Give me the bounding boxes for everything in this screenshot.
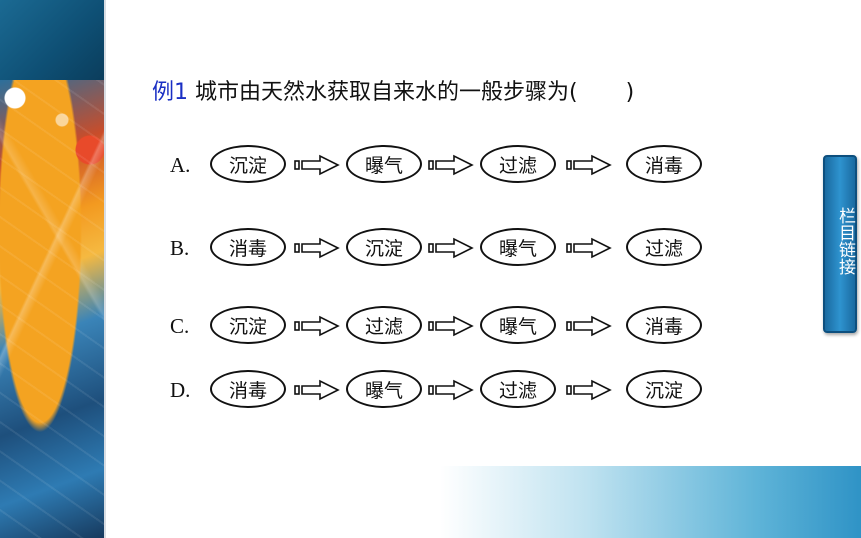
section-link-button[interactable]: 栏目链接: [823, 155, 857, 333]
step-oval: 曝气: [480, 228, 556, 266]
question-text: 城市由天然水获取自来水的一般步骤为(: [195, 80, 578, 105]
question-close: ): [625, 80, 635, 105]
step-oval: 曝气: [480, 306, 556, 344]
step-oval: 过滤: [626, 228, 702, 266]
step-oval: 消毒: [210, 370, 286, 408]
top-left-block: [0, 0, 104, 80]
arrow-right-icon: [294, 315, 340, 337]
step-oval: 曝气: [346, 370, 422, 408]
option-letter: A.: [170, 153, 191, 177]
chemistry-photo: [0, 80, 104, 538]
decorative-side-image: [0, 0, 104, 538]
step-oval: 过滤: [480, 145, 556, 183]
step-oval: 消毒: [626, 306, 702, 344]
divider: [104, 0, 106, 538]
arrow-right-icon: [428, 315, 474, 337]
option-letter: B.: [170, 236, 190, 260]
arrow-right-icon: [566, 315, 612, 337]
step-oval: 沉淀: [210, 306, 286, 344]
step-oval: 消毒: [210, 228, 286, 266]
step-oval: 过滤: [346, 306, 422, 344]
arrow-right-icon: [566, 379, 612, 401]
step-oval: 曝气: [346, 145, 422, 183]
arrow-right-icon: [428, 237, 474, 259]
step-oval: 沉淀: [626, 370, 702, 408]
step-oval: 消毒: [626, 145, 702, 183]
question-stem: 例1 城市由天然水获取自来水的一般步骤为(): [152, 74, 634, 106]
arrow-right-icon: [428, 154, 474, 176]
example-tag: 例1: [152, 80, 188, 105]
option-letter: C.: [170, 314, 190, 338]
step-oval: 沉淀: [210, 145, 286, 183]
arrow-right-icon: [566, 237, 612, 259]
step-oval: 过滤: [480, 370, 556, 408]
arrow-right-icon: [294, 379, 340, 401]
arrow-right-icon: [566, 154, 612, 176]
arrow-right-icon: [294, 237, 340, 259]
section-link-label: 栏目链接: [835, 207, 855, 275]
arrow-right-icon: [294, 154, 340, 176]
arrow-right-icon: [428, 379, 474, 401]
bottom-gradient-bar: [440, 466, 861, 538]
option-letter: D.: [170, 378, 191, 402]
step-oval: 沉淀: [346, 228, 422, 266]
